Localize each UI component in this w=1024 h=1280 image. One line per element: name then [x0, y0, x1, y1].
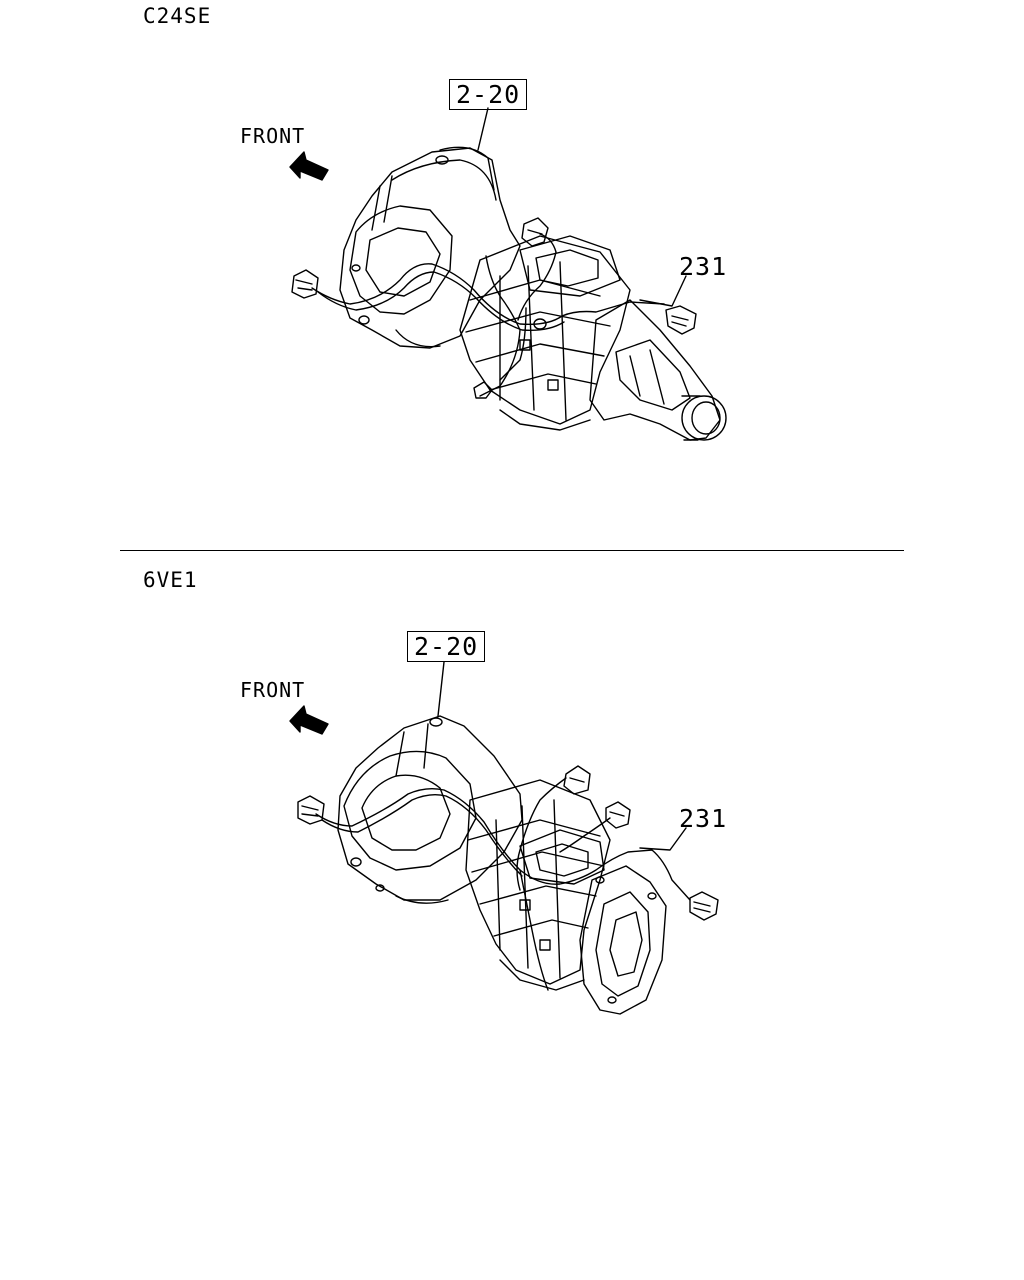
front-label: FRONT: [240, 124, 306, 148]
connector-left: [298, 796, 324, 824]
front-arrow-icon: [290, 152, 328, 180]
reference-box[interactable]: 2-20: [407, 631, 486, 662]
wiring-harness: [316, 789, 690, 900]
reference-box[interactable]: 2-20: [449, 79, 528, 110]
connector-left: [292, 270, 318, 298]
connector-right: [690, 892, 718, 920]
engine-code-6ve1: 6VE1: [143, 568, 198, 592]
connector-bottom: [474, 382, 492, 398]
leader-line-ref: [438, 662, 444, 716]
connector-top: [564, 766, 590, 794]
section-divider: [120, 550, 904, 551]
extension-housing: [590, 300, 720, 440]
leader-line-part: [640, 828, 686, 850]
connector-right: [666, 306, 696, 334]
output-flange: [682, 396, 726, 440]
leader-line-ref: [478, 108, 488, 150]
leader-line-part: [640, 276, 686, 306]
engine-code-c24se: C24SE: [143, 4, 212, 28]
main-case: [466, 780, 610, 984]
rear-housing: [580, 866, 666, 1014]
part-number-label[interactable]: 231: [679, 804, 728, 833]
main-case: [460, 236, 630, 424]
transmission-harness-drawing-c24se: [0, 0, 1024, 560]
wiring-harness: [312, 264, 664, 325]
front-arrow-icon: [290, 706, 328, 734]
front-label: FRONT: [240, 678, 306, 702]
part-number-label[interactable]: 231: [679, 252, 728, 281]
bell-housing: [338, 716, 522, 900]
connector-top: [522, 218, 548, 246]
connector-mid: [606, 802, 630, 828]
